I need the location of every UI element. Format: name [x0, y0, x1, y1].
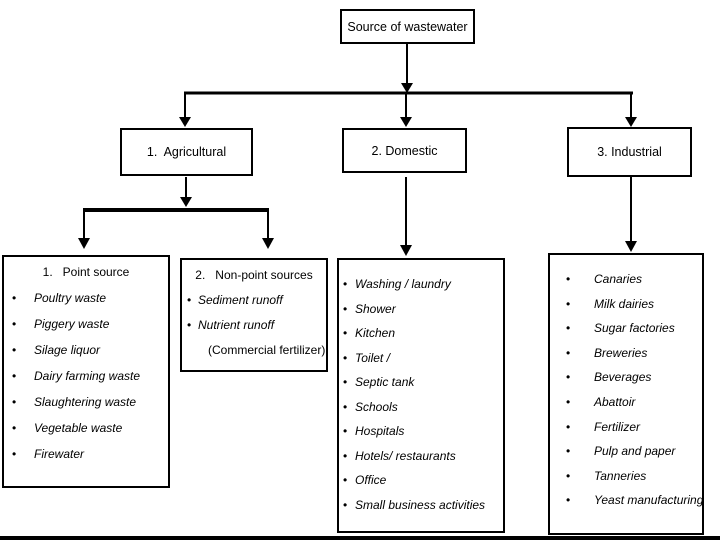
arrowhead-industrial-list: [625, 241, 637, 252]
list-item: Silage liquor: [4, 337, 168, 363]
arrowhead-root: [401, 83, 413, 93]
list-item: Hotels/ restaurants: [339, 444, 503, 469]
list-item: Breweries: [550, 341, 702, 366]
list-item: Abattoir: [550, 390, 702, 415]
arrowhead-domestic-list: [400, 245, 412, 256]
list-item: Dairy farming waste: [4, 363, 168, 389]
list-item: Fertilizer: [550, 415, 702, 440]
list-item: Slaughtering waste: [4, 389, 168, 415]
list-item: Vegetable waste: [4, 415, 168, 441]
arrowhead-agricultural: [179, 117, 191, 127]
point-source-list: Poultry waste Piggery waste Silage liquo…: [4, 285, 168, 467]
list-item: Hospitals: [339, 419, 503, 444]
panel-industrial-list: Canaries Milk dairies Sugar factories Br…: [548, 253, 704, 535]
node-label: Source of wastewater: [347, 19, 468, 34]
list-item: Kitchen: [339, 321, 503, 346]
list-item: Firewater: [4, 441, 168, 467]
node-domestic: 2. Domestic: [342, 128, 467, 173]
panel-title: 1. Point source: [42, 265, 130, 279]
arrowhead-non-point: [262, 238, 274, 249]
node-source-of-wastewater: Source of wastewater: [340, 9, 475, 44]
panel-non-point-sources: 2. Non-point sources Sediment runoff Nut…: [180, 258, 328, 372]
panel-point-source: 1. Point source Poultry waste Piggery wa…: [2, 255, 170, 488]
node-label: 2. Domestic: [371, 143, 438, 158]
list-item: Tanneries: [550, 464, 702, 489]
list-item: Poultry waste: [4, 285, 168, 311]
list-item: Canaries: [550, 267, 702, 292]
list-item: Piggery waste: [4, 311, 168, 337]
arrowhead-industrial: [625, 117, 637, 127]
list-item: Milk dairies: [550, 292, 702, 317]
arrowhead-point-source: [78, 238, 90, 249]
list-item: Washing / laundry: [339, 272, 503, 297]
list-item: Sugar factories: [550, 316, 702, 341]
list-item: Shower: [339, 297, 503, 322]
node-label: 1. Agricultural: [146, 145, 227, 159]
list-item: Sediment runoff: [182, 288, 326, 313]
arrowhead-domestic: [400, 117, 412, 127]
node-label: 3. Industrial: [597, 145, 662, 159]
non-point-note: (Commercial fertilizer): [208, 343, 326, 357]
list-item: Toilet /: [339, 346, 503, 371]
panel-title: 2. Non-point sources: [195, 268, 313, 282]
list-item: Septic tank: [339, 370, 503, 395]
list-item: Pulp and paper: [550, 439, 702, 464]
list-item: Nutrient runoff: [182, 313, 326, 338]
arrowhead-agricultural-rail: [180, 197, 192, 207]
panel-domestic-list: Washing / laundry Shower Kitchen Toilet …: [337, 258, 505, 533]
list-item: Yeast manufacturing: [550, 488, 703, 513]
list-item: Office: [339, 468, 503, 493]
list-item: Small business activities: [339, 493, 503, 518]
list-item: Beverages: [550, 365, 702, 390]
node-industrial: 3. Industrial: [567, 127, 692, 177]
list-item: Schools: [339, 395, 503, 420]
node-agricultural: 1. Agricultural: [120, 128, 253, 176]
non-point-list: Sediment runoff Nutrient runoff: [182, 288, 326, 338]
industrial-list: Canaries Milk dairies Sugar factories Br…: [550, 267, 703, 513]
bottom-edge-bar: [0, 536, 720, 540]
domestic-list: Washing / laundry Shower Kitchen Toilet …: [339, 272, 503, 517]
